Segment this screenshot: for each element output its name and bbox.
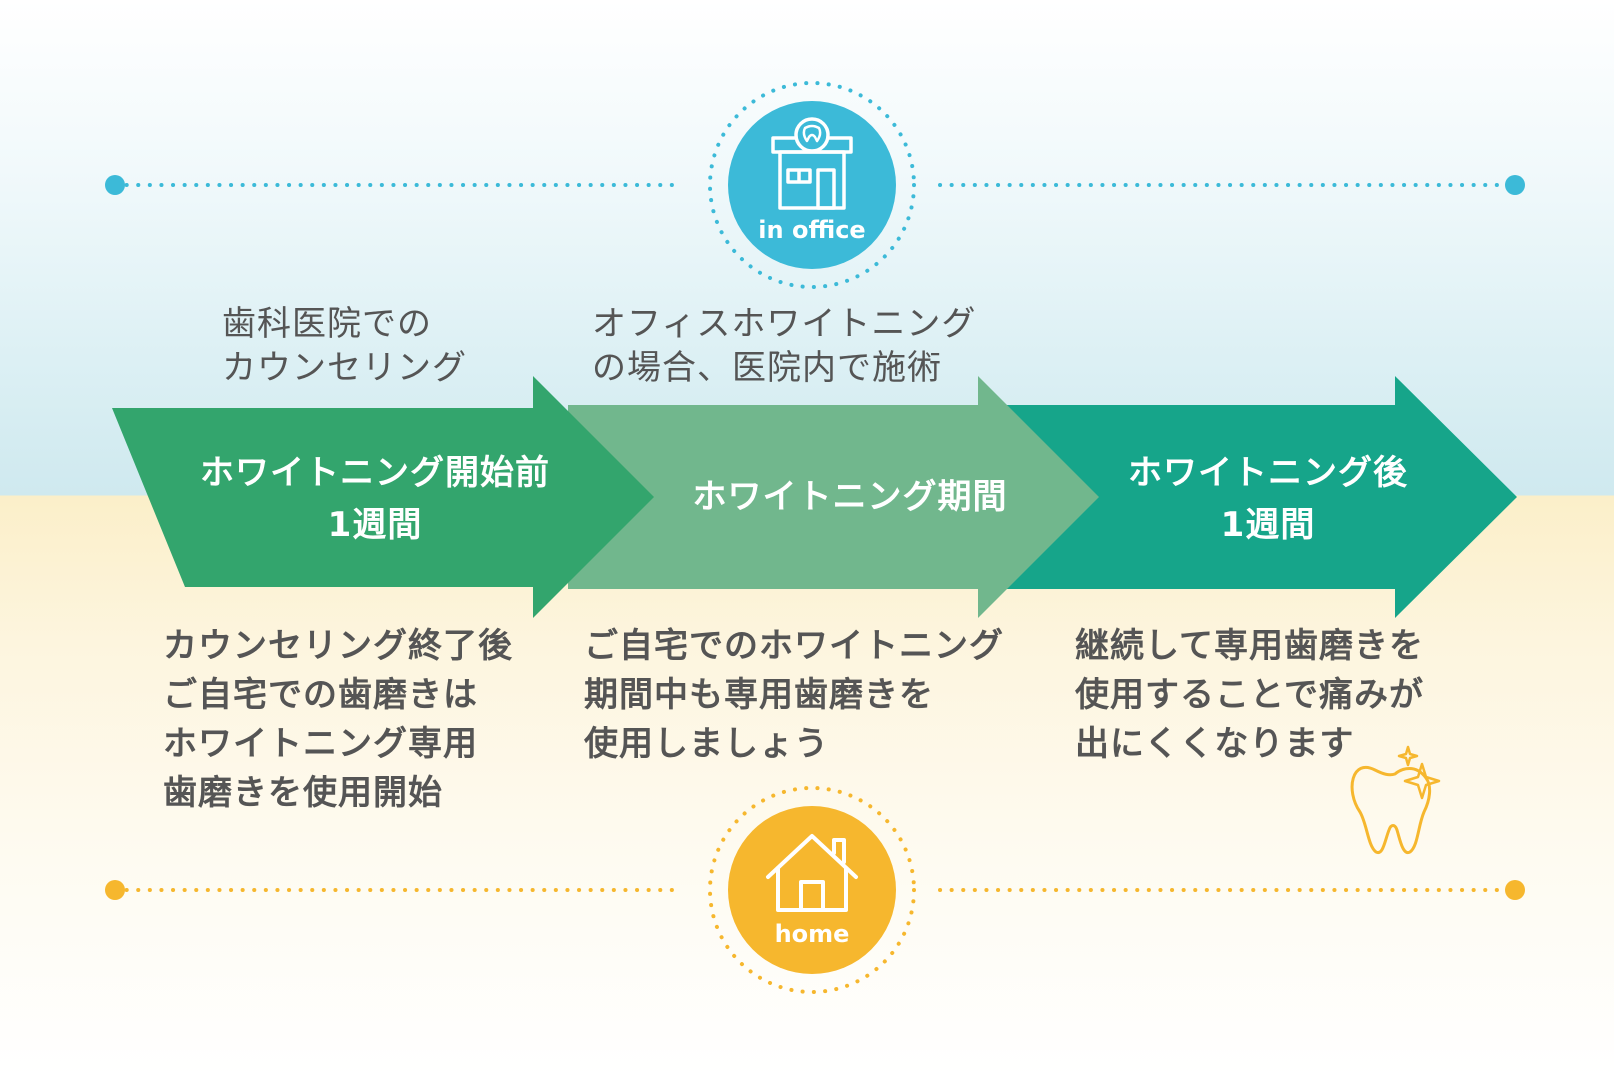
home-note-before-line-4: 歯磨きを使用開始 — [163, 773, 443, 813]
home-note-before-line-1: カウンセリング終了後 — [163, 626, 513, 666]
home-note-before: カウンセリング終了後 ご自宅での歯磨きは ホワイトニング専用 歯磨きを使用開始 — [163, 622, 513, 818]
arrow-label-during-line-1: ホワイトニング期間 — [692, 477, 1008, 517]
office-note-during-line-1: オフィスホワイトニング — [592, 304, 977, 344]
home-timeline — [105, 880, 1525, 900]
home-note-before-line-3: ホワイトニング専用 — [163, 724, 478, 764]
office-note-before-line-2: カウンセリング — [222, 348, 467, 388]
home-note-after-line-1: 継続して専用歯磨きを — [1075, 626, 1424, 666]
in-office-badge — [708, 81, 916, 289]
home-note-after-line-3: 出にくくなります — [1075, 724, 1355, 764]
arrow-label-after: ホワイトニング後 1週間 — [1068, 447, 1468, 551]
house-icon — [766, 834, 858, 912]
arrow-label-after-line-2: 1週間 — [1220, 505, 1316, 545]
sparkling-tooth-icon — [1350, 745, 1441, 855]
office-note-before: 歯科医院での カウンセリング — [222, 302, 467, 390]
office-note-during-line-2: の場合、医院内で施術 — [592, 348, 942, 388]
arrow-label-after-line-1: ホワイトニング後 — [1128, 453, 1408, 493]
home-note-during-line-3: 使用しましょう — [584, 724, 829, 764]
arrow-label-before-line-2: 1週間 — [327, 505, 423, 545]
arrow-before — [112, 376, 654, 618]
office-timeline — [105, 175, 1525, 195]
office-note-before-line-1: 歯科医院での — [222, 304, 432, 344]
arrow-label-during: ホワイトニング期間 — [650, 471, 1050, 523]
home-badge — [708, 786, 916, 994]
arrow-label-before: ホワイトニング開始前 1週間 — [175, 447, 575, 551]
arrow-label-before-line-1: ホワイトニング開始前 — [200, 453, 550, 493]
home-note-during-line-1: ご自宅でのホワイトニング — [584, 626, 1004, 666]
home-note-during-line-2: 期間中も専用歯磨きを — [584, 675, 934, 715]
in-office-label: in office — [758, 216, 866, 244]
arrow-during — [568, 376, 1099, 618]
home-note-after: 継続して専用歯磨きを 使用することで痛みが 出にくくなります — [1075, 622, 1424, 769]
dental-clinic-icon — [771, 117, 853, 210]
arrow-after — [1002, 376, 1517, 618]
home-note-after-line-2: 使用することで痛みが — [1075, 675, 1424, 715]
home-note-before-line-2: ご自宅での歯磨きは — [163, 675, 478, 715]
home-note-during: ご自宅でのホワイトニング 期間中も専用歯磨きを 使用しましょう — [584, 622, 1004, 769]
office-note-during: オフィスホワイトニング の場合、医院内で施術 — [592, 302, 976, 390]
home-label: home — [774, 920, 850, 948]
